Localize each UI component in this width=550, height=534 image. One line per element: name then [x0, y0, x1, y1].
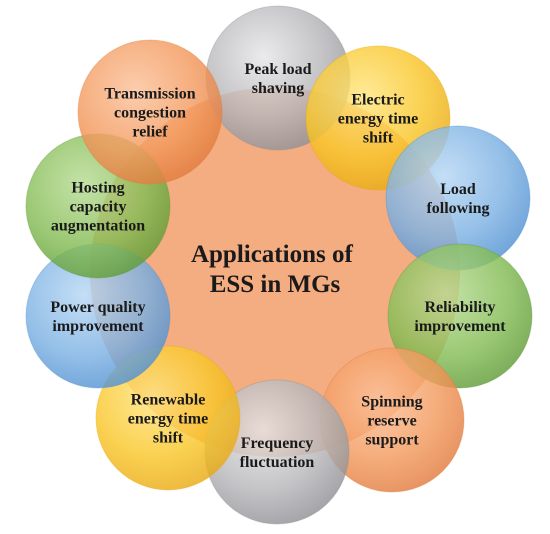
node-label-frequency-fluctuation: Frequency fluctuation: [240, 435, 315, 471]
node-reliability-improvement: Reliability improvement: [387, 243, 533, 389]
node-power-quality-improvement: Power quality improvement: [25, 243, 171, 389]
node-transmission-congestion-relief: Transmission congestion relief: [77, 39, 223, 185]
node-label-power-quality-improvement: Power quality improvement: [50, 299, 145, 335]
node-label-line: Hosting: [71, 180, 124, 197]
center-title-line-1: Applications of: [191, 241, 354, 268]
node-load-following: Load following: [385, 125, 531, 271]
node-label-line: relief: [132, 124, 168, 141]
node-label-line: Load: [440, 181, 476, 198]
node-label-line: Renewable: [131, 392, 206, 409]
node-label-line: fluctuation: [240, 454, 315, 471]
node-label-line: following: [426, 200, 489, 217]
node-label-line: congestion: [114, 105, 186, 122]
node-label-line: augmentation: [51, 218, 145, 235]
center-title: Applications of ESS in MGs: [191, 241, 359, 298]
node-label-peak-load-shaving: Peak load shaving: [244, 61, 311, 97]
node-label-line: shift: [363, 130, 394, 147]
center-title-line-2: ESS in MGs: [210, 271, 341, 298]
node-label-line: support: [365, 432, 419, 449]
node-frequency-fluctuation: Frequency fluctuation: [204, 379, 350, 525]
node-label-line: energy time: [128, 411, 208, 428]
node-circle-transmission-congestion-relief: [77, 39, 223, 185]
node-renewable-energy-time-shift: Renewable energy time shift: [95, 345, 241, 491]
node-label-line: improvement: [52, 318, 144, 335]
node-label-hosting-capacity-augmentation: Hosting capacity augmentation: [51, 180, 145, 235]
node-label-line: improvement: [414, 318, 506, 335]
node-label-line: Reliability: [424, 299, 495, 316]
node-label-load-following: Load following: [426, 181, 489, 217]
node-label-renewable-energy-time-shift: Renewable energy time shift: [128, 392, 208, 447]
node-label-line: Electric: [351, 92, 404, 109]
node-label-line: reserve: [367, 413, 416, 430]
node-label-line: shift: [153, 430, 184, 447]
node-circle-renewable-energy-time-shift: [95, 345, 241, 491]
node-label-line: Peak load: [244, 61, 311, 78]
node-spinning-reserve-support: Spinning reserve support: [319, 347, 465, 493]
node-label-line: capacity: [70, 199, 127, 216]
node-label-line: Spinning: [361, 394, 422, 411]
node-label-electric-energy-time-shift: Electric energy time shift: [338, 92, 418, 147]
node-circle-reliability-improvement: [387, 243, 533, 389]
node-label-transmission-congestion-relief: Transmission congestion relief: [104, 86, 195, 141]
node-label-line: Frequency: [241, 435, 314, 452]
node-label-spinning-reserve-support: Spinning reserve support: [361, 394, 422, 449]
node-label-line: Transmission: [104, 86, 195, 103]
node-label-reliability-improvement: Reliability improvement: [414, 299, 506, 335]
node-label-line: energy time: [338, 111, 418, 128]
node-label-line: Power quality: [50, 299, 145, 316]
node-label-line: shaving: [252, 80, 304, 97]
